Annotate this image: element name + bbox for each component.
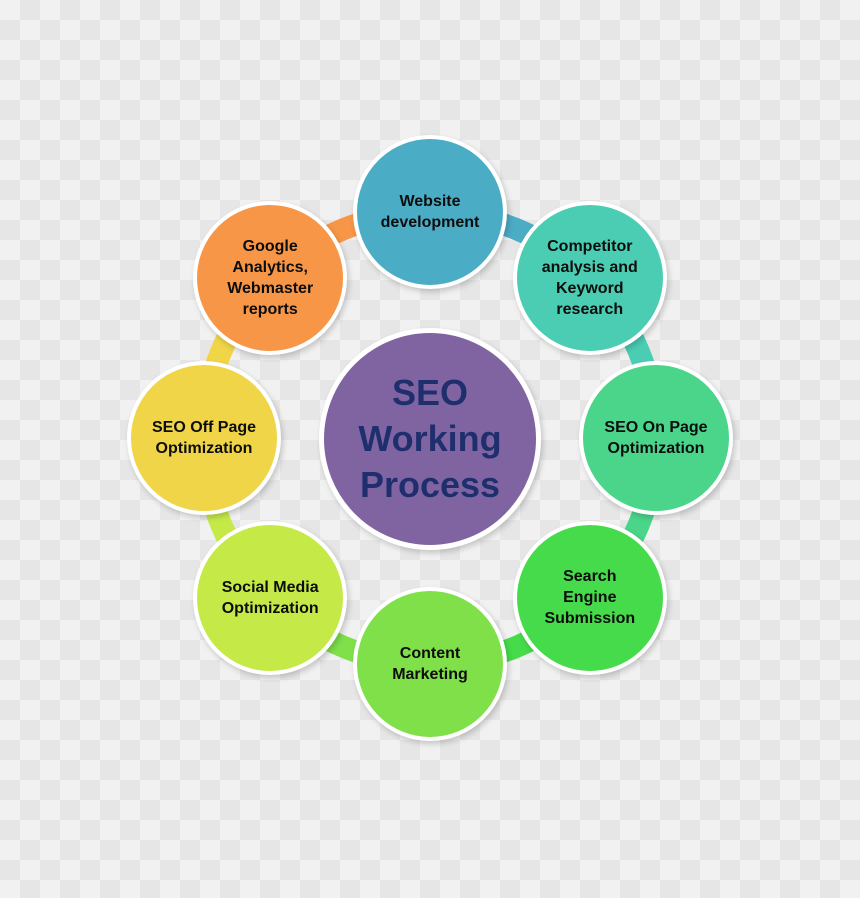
step-search-engine-submission: Search Engine Submission xyxy=(512,520,667,675)
center-circle: SEO Working Process xyxy=(319,328,541,550)
step-seo-off-page: SEO Off Page Optimization xyxy=(127,361,281,515)
step-label: Google Analytics, Webmaster reports xyxy=(227,238,314,319)
step-social-media-optimization: Social Media Optimization xyxy=(193,520,348,675)
step-seo-on-page: SEO On Page Optimization xyxy=(579,361,733,515)
step-label: Website development xyxy=(380,193,480,231)
step-label: SEO On Page Optimization xyxy=(604,419,708,457)
step-label: Search Engine Submission xyxy=(544,568,636,628)
step-content-marketing: Content Marketing xyxy=(353,587,507,741)
step-label: SEO Off Page Optimization xyxy=(151,419,257,457)
step-label: Competitor analysis and Keyword research xyxy=(541,238,638,319)
center-label: SEO Working Process xyxy=(358,372,502,505)
step-label: Content Marketing xyxy=(392,645,468,683)
step-label: Social Media Optimization xyxy=(221,578,319,617)
step-competitor-analysis: Competitor analysis and Keyword research xyxy=(512,201,667,356)
step-website-development: Website development xyxy=(353,135,507,289)
step-google-analytics: Google Analytics, Webmaster reports xyxy=(193,201,348,356)
